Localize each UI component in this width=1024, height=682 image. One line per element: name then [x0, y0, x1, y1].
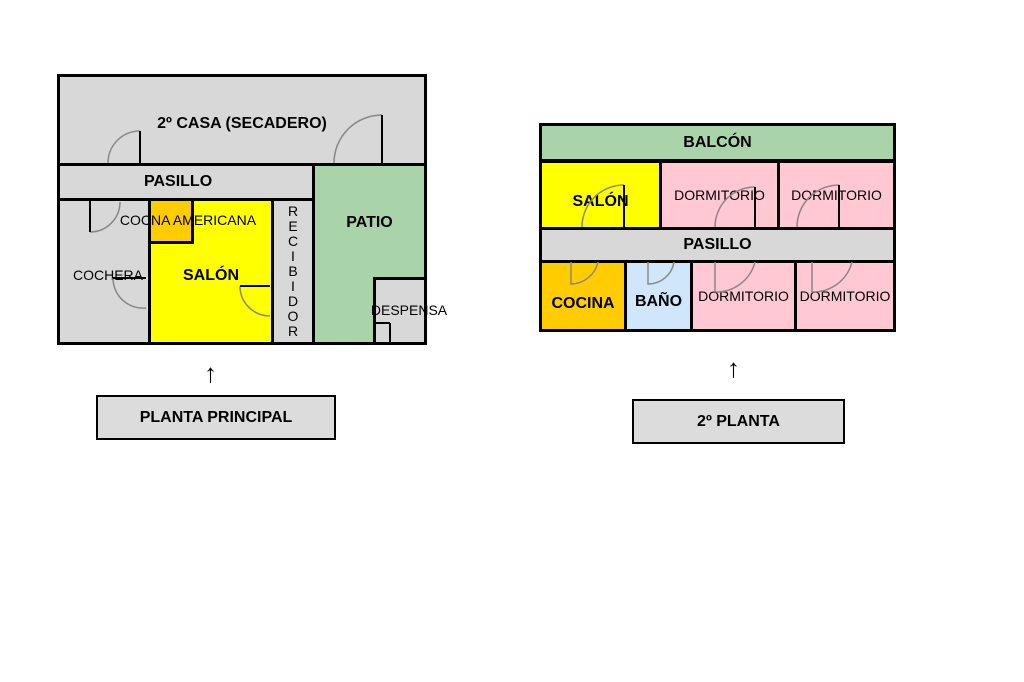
- room-salon-segunda: SALÓN: [539, 160, 662, 230]
- room-dormitorio-2: DORMITORIO: [777, 160, 896, 230]
- room-dormitorio-4: DORMITORIO: [794, 260, 896, 332]
- segunda-planta-label: 2º PLANTA: [632, 399, 845, 444]
- recibidor-letter: I: [291, 278, 295, 294]
- recibidor-letter: I: [291, 248, 295, 264]
- recibidor-letter: R: [287, 203, 299, 219]
- room-pasillo-principal: PASILLO: [57, 163, 315, 201]
- planta-principal-label: PLANTA PRINCIPAL: [96, 395, 336, 440]
- recibidor-letter: B: [288, 263, 298, 279]
- room-cocina-americana-label: COCNA AMERICANA: [119, 212, 257, 228]
- room-balcon: BALCÓN: [539, 123, 896, 162]
- recibidor-letter: O: [287, 308, 299, 324]
- room-pasillo-segunda: PASILLO: [539, 227, 896, 263]
- room-dormitorio-3: DORMITORIO: [690, 260, 797, 332]
- room-despensa-block: [373, 277, 427, 345]
- room-cocina: COCINA: [539, 260, 627, 332]
- room-despensa-label: DESPENSA: [370, 302, 448, 318]
- room-secadero: 2º CASA (SECADERO): [57, 74, 427, 166]
- room-bano: BAÑO: [624, 260, 693, 332]
- recibidor-letter: R: [287, 323, 299, 339]
- arrow-up-icon: ↑: [204, 358, 217, 388]
- recibidor-letter: D: [287, 293, 299, 309]
- room-dormitorio-1: DORMITORIO: [659, 160, 780, 230]
- recibidor-letter: E: [288, 218, 298, 234]
- recibidor-letter: C: [287, 233, 299, 249]
- arrow-up-icon: ↑: [727, 353, 740, 383]
- room-cocina-americana-block: [148, 198, 194, 244]
